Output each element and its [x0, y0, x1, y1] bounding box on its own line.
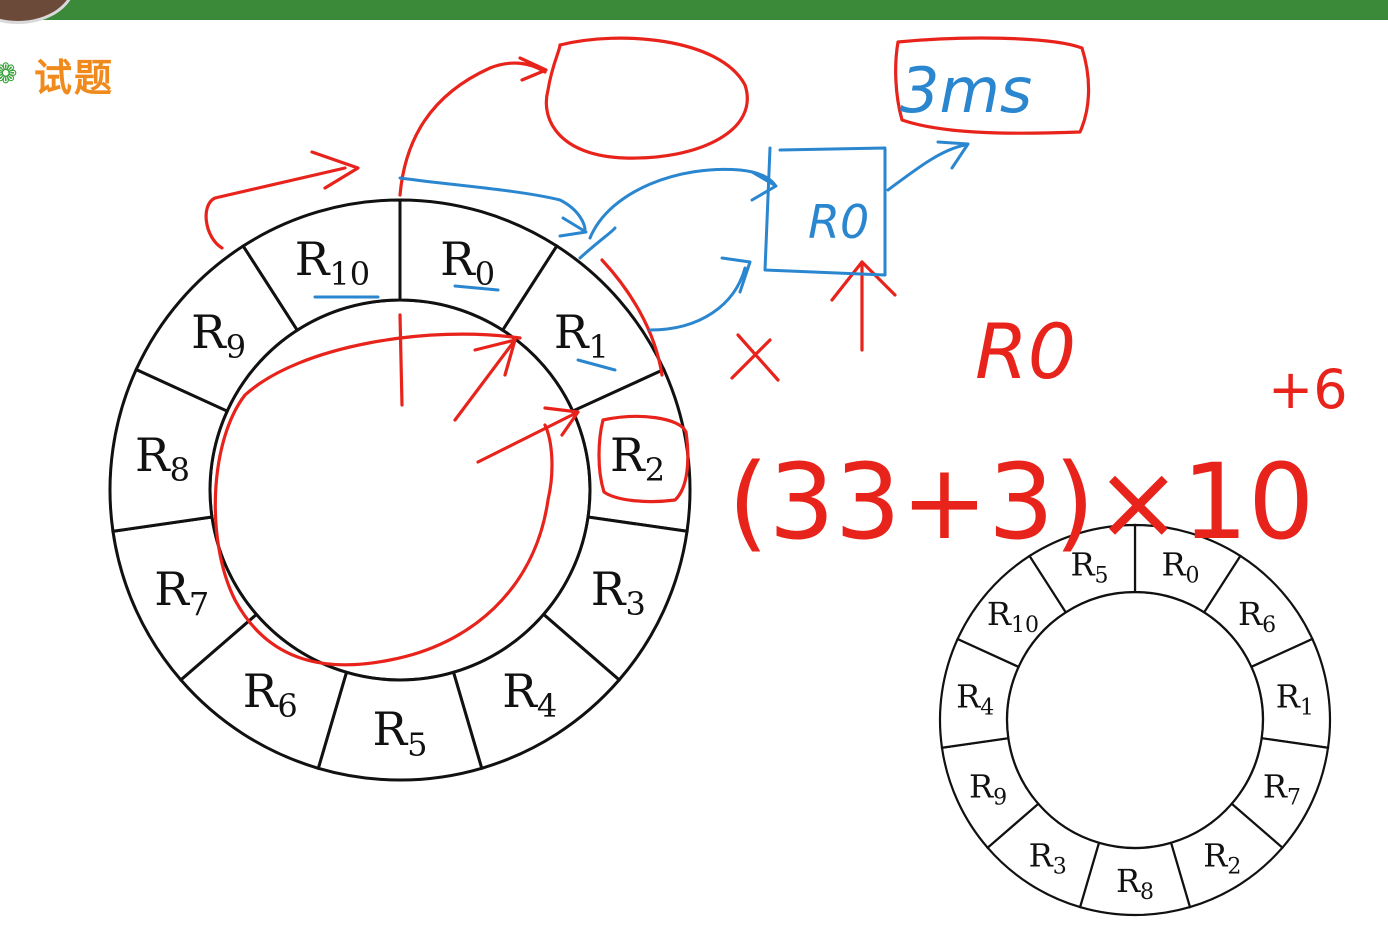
record-label-r7: R7: [154, 562, 209, 623]
record-label-r0: R0: [1161, 546, 1199, 589]
record-label-r3: R3: [1029, 836, 1067, 879]
time-label: 3ms: [900, 54, 1032, 127]
record-label-r10: R10: [295, 232, 370, 293]
record-label-r8: R8: [1116, 862, 1154, 905]
record-label-r2: R2: [1203, 836, 1241, 879]
red-annotations: [204, 36, 1091, 667]
record-label-r1: R1: [554, 305, 609, 366]
record-label-r10: R10: [987, 595, 1039, 638]
record-label-r3: R3: [591, 562, 646, 623]
record-label-r1: R1: [1276, 678, 1314, 721]
record-label-r2: R2: [610, 428, 665, 489]
record-label-r0: R0: [440, 232, 495, 293]
record-label-r4: R4: [502, 664, 557, 725]
section-header: ❁ 试题: [0, 44, 114, 104]
record-label-r9: R9: [969, 768, 1007, 811]
record-label-r6: R6: [243, 664, 298, 725]
record-label-r9: R9: [191, 305, 246, 366]
blue-annotations: [313, 140, 970, 372]
exponent-label: +6: [1268, 358, 1348, 421]
formula-label: (33+3)×10: [728, 441, 1314, 563]
record-label-r5: R5: [373, 702, 428, 763]
ring-segment: [1028, 523, 1137, 614]
record-label-r4: R4: [956, 678, 994, 721]
record-label-r8: R8: [135, 428, 190, 489]
section-title: 试题: [34, 55, 115, 100]
record-label-r7: R7: [1263, 768, 1301, 811]
flower-icon: ❁: [0, 57, 18, 90]
record-label-r6: R6: [1238, 595, 1276, 638]
record-label-r5: R5: [1070, 546, 1108, 589]
ring-inner-circle: [1005, 590, 1265, 850]
record-label: R0: [975, 307, 1076, 396]
boxed-record-label: R0: [808, 195, 869, 249]
